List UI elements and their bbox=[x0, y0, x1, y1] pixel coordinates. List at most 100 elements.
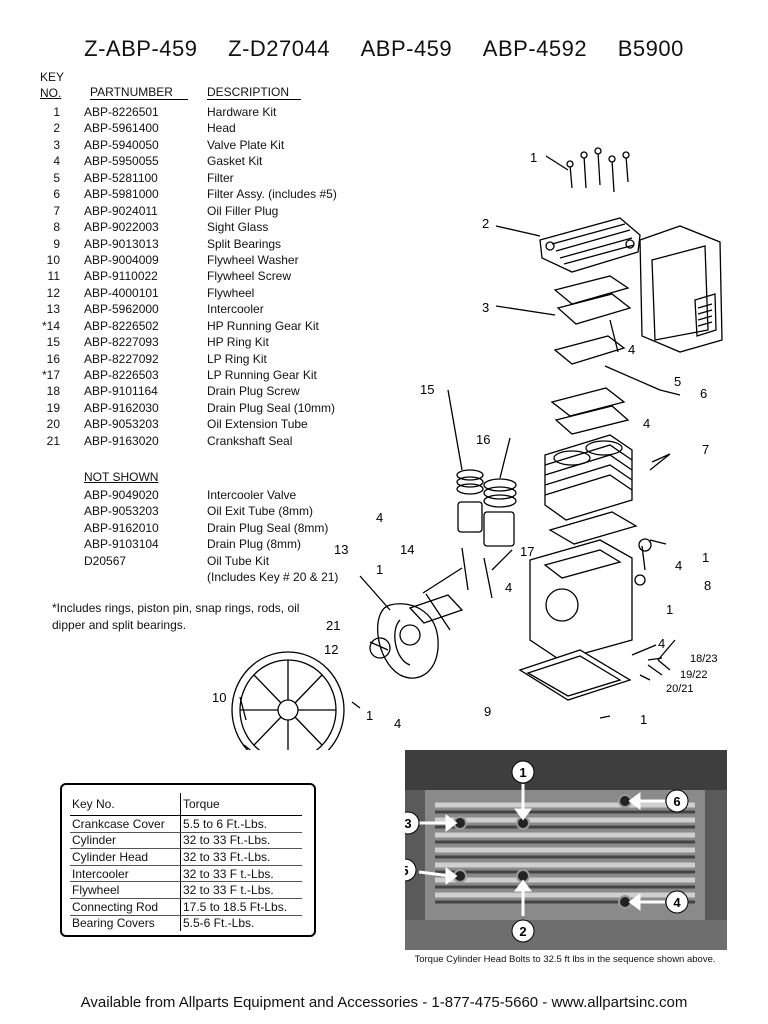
parts-list-cell: Oil Exit Tube (8mm) bbox=[207, 504, 314, 519]
parts-list-cell: Split Bearings bbox=[207, 236, 282, 251]
parts-list-cell: Drain Plug Seal (8mm) bbox=[207, 520, 329, 535]
parts-list-cell: Valve Plate Kit bbox=[207, 137, 285, 152]
cylinder-head-drawing bbox=[539, 217, 641, 273]
parts-list-cell: 3 bbox=[53, 137, 60, 152]
diagram-label: 10 bbox=[212, 690, 226, 705]
parts-list-cell: 16 bbox=[46, 351, 60, 366]
crankcase-drawing bbox=[529, 539, 633, 661]
parts-list-cell: ABP-5961400 bbox=[84, 121, 159, 136]
diagram-label: 4 bbox=[643, 416, 650, 431]
torque-value: 5.5-6 Ft.-Lbs. bbox=[183, 916, 255, 931]
diagram-label: 1 bbox=[530, 150, 537, 165]
parts-list-cell: ABP-9024011 bbox=[84, 203, 158, 218]
parts-list-cell: 19 bbox=[46, 400, 60, 415]
diagram-label: 6 bbox=[700, 386, 707, 401]
parts-list-cell: 20 bbox=[46, 417, 60, 432]
diagram-label: 4 bbox=[658, 636, 665, 651]
torque-header-value: Torque bbox=[180, 793, 302, 816]
diagram-label: 4 bbox=[505, 580, 512, 595]
photo-callout: 2 bbox=[519, 924, 526, 939]
cylinder-head-photo: 1 2 3 4 5 6 bbox=[405, 750, 727, 950]
parts-list-cell bbox=[84, 569, 159, 585]
parts-list-cell: *14 bbox=[41, 318, 60, 333]
parts-list-cell: 8 bbox=[53, 220, 60, 235]
kit-footnote: *Includes rings, piston pin, snap rings,… bbox=[52, 601, 300, 632]
diagram-label: 5 bbox=[674, 374, 681, 389]
ring-kit-drawing bbox=[456, 469, 517, 508]
parts-list-cell: ABP-8226503 bbox=[84, 368, 159, 382]
parts-list-cell: Crankshaft Seal bbox=[207, 433, 293, 448]
parts-list-cell: Flywheel bbox=[207, 285, 255, 300]
diagram-label: 18/23 bbox=[690, 653, 718, 665]
parts-list-cell: ABP-9004009 bbox=[84, 252, 159, 267]
parts-list-cell: ABP-9013013 bbox=[84, 236, 159, 251]
valve-plate-drawing bbox=[553, 335, 626, 365]
parts-list-cell: 18 bbox=[46, 384, 60, 399]
cylinder-drawing bbox=[544, 434, 633, 521]
piston-drawing bbox=[457, 501, 515, 547]
torque-key: Cylinder Head bbox=[70, 848, 181, 866]
photo-caption: Torque Cylinder Head Bolts to 32.5 ft lb… bbox=[414, 954, 716, 965]
torque-key: Flywheel bbox=[70, 881, 181, 899]
parts-list-cell: 15 bbox=[46, 335, 60, 350]
key-header-line2: NO. bbox=[40, 86, 62, 100]
parts-list-cell: D20567 bbox=[84, 553, 127, 568]
gasket-drawing bbox=[550, 387, 626, 417]
photo-callout: 6 bbox=[673, 794, 680, 809]
diagram-label: 12 bbox=[324, 642, 338, 657]
filter-housing-drawing bbox=[639, 225, 723, 353]
parts-list-cell: HP Running Gear Kit bbox=[207, 318, 319, 333]
parts-list-cell: ABP-8227093 bbox=[84, 335, 159, 350]
diagram-label: 7 bbox=[702, 442, 709, 457]
intercooler-drawing bbox=[377, 603, 439, 679]
diagram-label: 1 bbox=[666, 602, 673, 617]
parts-list-cell: Drain Plug Seal (10mm) bbox=[207, 400, 336, 415]
parts-list-cell: Sight Glass bbox=[207, 220, 269, 235]
parts-list-cell: 1 bbox=[53, 105, 60, 119]
diagram-label: 1 bbox=[366, 708, 373, 723]
parts-list-cell: ABP-8226502 bbox=[84, 318, 159, 333]
gasket-drawing bbox=[553, 275, 630, 305]
connecting-rod-drawing bbox=[461, 547, 493, 599]
model-number: Z-D27044 bbox=[228, 36, 330, 61]
parts-list-cell: Drain Plug Screw bbox=[207, 384, 300, 399]
parts-list-cell: ABP-9162030 bbox=[84, 400, 159, 415]
parts-list-cell: 11 bbox=[47, 269, 60, 284]
parts-list-cell: 9 bbox=[53, 236, 60, 251]
photo-callout: 5 bbox=[405, 863, 409, 878]
parts-list-cell: 7 bbox=[53, 203, 60, 218]
torque-value: 32 to 33 Ft.-Lbs. bbox=[180, 848, 302, 866]
valve-plate-drawing bbox=[556, 293, 632, 325]
diagram-label: 17 bbox=[520, 544, 534, 559]
model-number: B5900 bbox=[617, 36, 684, 61]
diagram-label: 4 bbox=[394, 716, 401, 731]
diagram-label: 13 bbox=[334, 542, 348, 557]
not-shown-title: NOT SHOWN bbox=[84, 470, 159, 484]
parts-list-cell: ABP-5281100 bbox=[84, 170, 158, 185]
parts-list-cell: ABP-9022003 bbox=[84, 220, 159, 235]
parts-list-cell: 10 bbox=[46, 252, 60, 267]
parts-list-cell: 6 bbox=[53, 187, 60, 202]
photo-callout: 4 bbox=[673, 895, 681, 910]
diagram-label: 1 bbox=[702, 550, 709, 565]
parts-list-cell: 5 bbox=[53, 170, 60, 185]
parts-list-cell: ABP-9053203 bbox=[84, 417, 159, 432]
hardware-bolts bbox=[566, 147, 630, 193]
parts-list-cell: Hardware Kit bbox=[207, 105, 277, 119]
diagram-label: 4 bbox=[376, 510, 383, 525]
parts-list-cell: ABP-5962000 bbox=[84, 302, 159, 317]
parts-list-cell: Intercooler bbox=[207, 302, 264, 317]
parts-list-cell: Oil Filler Plug bbox=[207, 203, 279, 218]
document-title: Z-ABP-459 Z-D27044 ABP-459 ABP-4592 B590… bbox=[0, 36, 768, 62]
parts-list-cell: Filter bbox=[207, 170, 234, 185]
parts-list-cell: Head bbox=[207, 121, 236, 136]
diagram-label: 1 bbox=[376, 562, 383, 577]
parts-list-cell: LP Ring Kit bbox=[207, 351, 267, 366]
diagram-label: 4 bbox=[628, 342, 635, 357]
diagram-label: 21 bbox=[326, 618, 340, 633]
